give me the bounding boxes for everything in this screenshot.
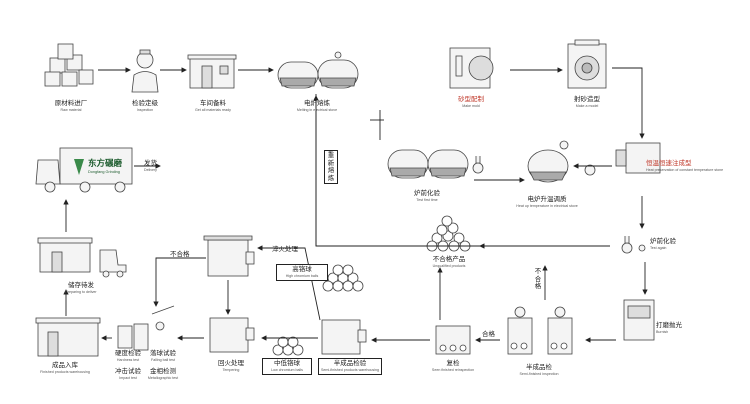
step-quench: 淬火处理 [272,246,298,253]
semi-check-bins-icon [507,306,573,355]
step-metallographic: 金相检测 Metallographic test [147,368,179,380]
step-storage: 储存待发 Preparing to deliver [65,282,97,294]
label-qualified: 合格 [482,331,495,338]
step-impact-test: 冲击试验 Impact test [115,368,141,380]
step-workshop-prep: 车间备料 Get all materials ready [195,100,231,112]
brand-logo-icon [74,159,84,175]
test-flask-icon [621,236,646,254]
step-delivery: 发货 Delivery [144,160,157,172]
warehouse-icon [37,237,127,278]
step-mid-chrome: 中低铬球 Low chromium balls [262,358,312,375]
brand-name-en: Dongfang Grinding [88,170,120,174]
workshop-icon [187,54,237,89]
step-grinding: 打磨抛光 Burnish [656,322,682,334]
label-unqualified-right: 不合格 [534,268,542,290]
semi-inspection-furnace-icon [321,319,367,355]
step-hardness-test: 硬度检验 Hardness test [115,350,141,362]
tempering-furnace-icon [209,317,255,353]
brand-name: 东方碾磨 [88,158,123,168]
step-sand-mold: 砂型配制 Make mold [458,96,484,108]
step-unqualified-products: 不合格产品 Unqualified products [432,256,466,268]
step-high-chrome: 高铬球 High chromium balls [276,264,328,281]
reheat-furnace-icon [527,140,596,183]
step-furnace-smelt: 电炉熔炼 Melting in electrical stove [296,100,338,112]
inspector-icon [131,49,159,93]
step-finished-storage: 成品入库 Finished products warehousing [40,362,90,374]
step-furnace-raise: 电炉升温调质 Heat up temperature in electrical… [516,196,578,208]
step-fall-test: 落球试验 Falling ball test [150,350,176,362]
flow-arrows [63,67,648,343]
finished-warehouse-icon [35,317,101,357]
thermostat-mold-icon [615,142,661,174]
test-furnace-icon [387,149,484,179]
step-inspection: 检验定级 Inspection [132,100,158,112]
step-recheck: 复检 Seen finished reinspection [431,360,475,372]
shot-mold-machine-icon [567,39,607,89]
delivery-truck-icon [35,147,133,193]
step-semi-check: 半成品检 Semi-finished inspection [519,364,559,376]
label-re-smelt: 重新熔炼 [324,150,338,184]
raw-material-icon [44,43,94,87]
mid-chrome-balls-icon [272,336,304,356]
sand-mold-machine-icon [449,47,494,89]
step-raw-material: 原材料进厂 Raw material [54,100,88,112]
electric-furnace-icon [277,51,359,89]
quench-furnace-icon [203,235,255,277]
step-test-again: 炉前化验 Test again [650,238,676,250]
step-make-mold: 射砂造型 Make a model [574,96,600,108]
step-hot-furnace-test: 炉前化验 Test first time [414,190,440,202]
step-preheat-mold: 恒温恒速注成型 Heat preservation of constant te… [646,160,724,172]
label-unqualified-left: 不合格 [170,251,190,258]
high-chrome-balls-icon [322,264,364,292]
step-semi-inspection: 半成品检验 Semi-finished products warehousing [318,358,382,375]
step-tempering: 回火处理 Tempering [218,360,244,372]
recheck-bin-icon [435,325,471,355]
grinding-machine-icon [623,299,655,341]
test-instruments-icon [117,305,175,351]
